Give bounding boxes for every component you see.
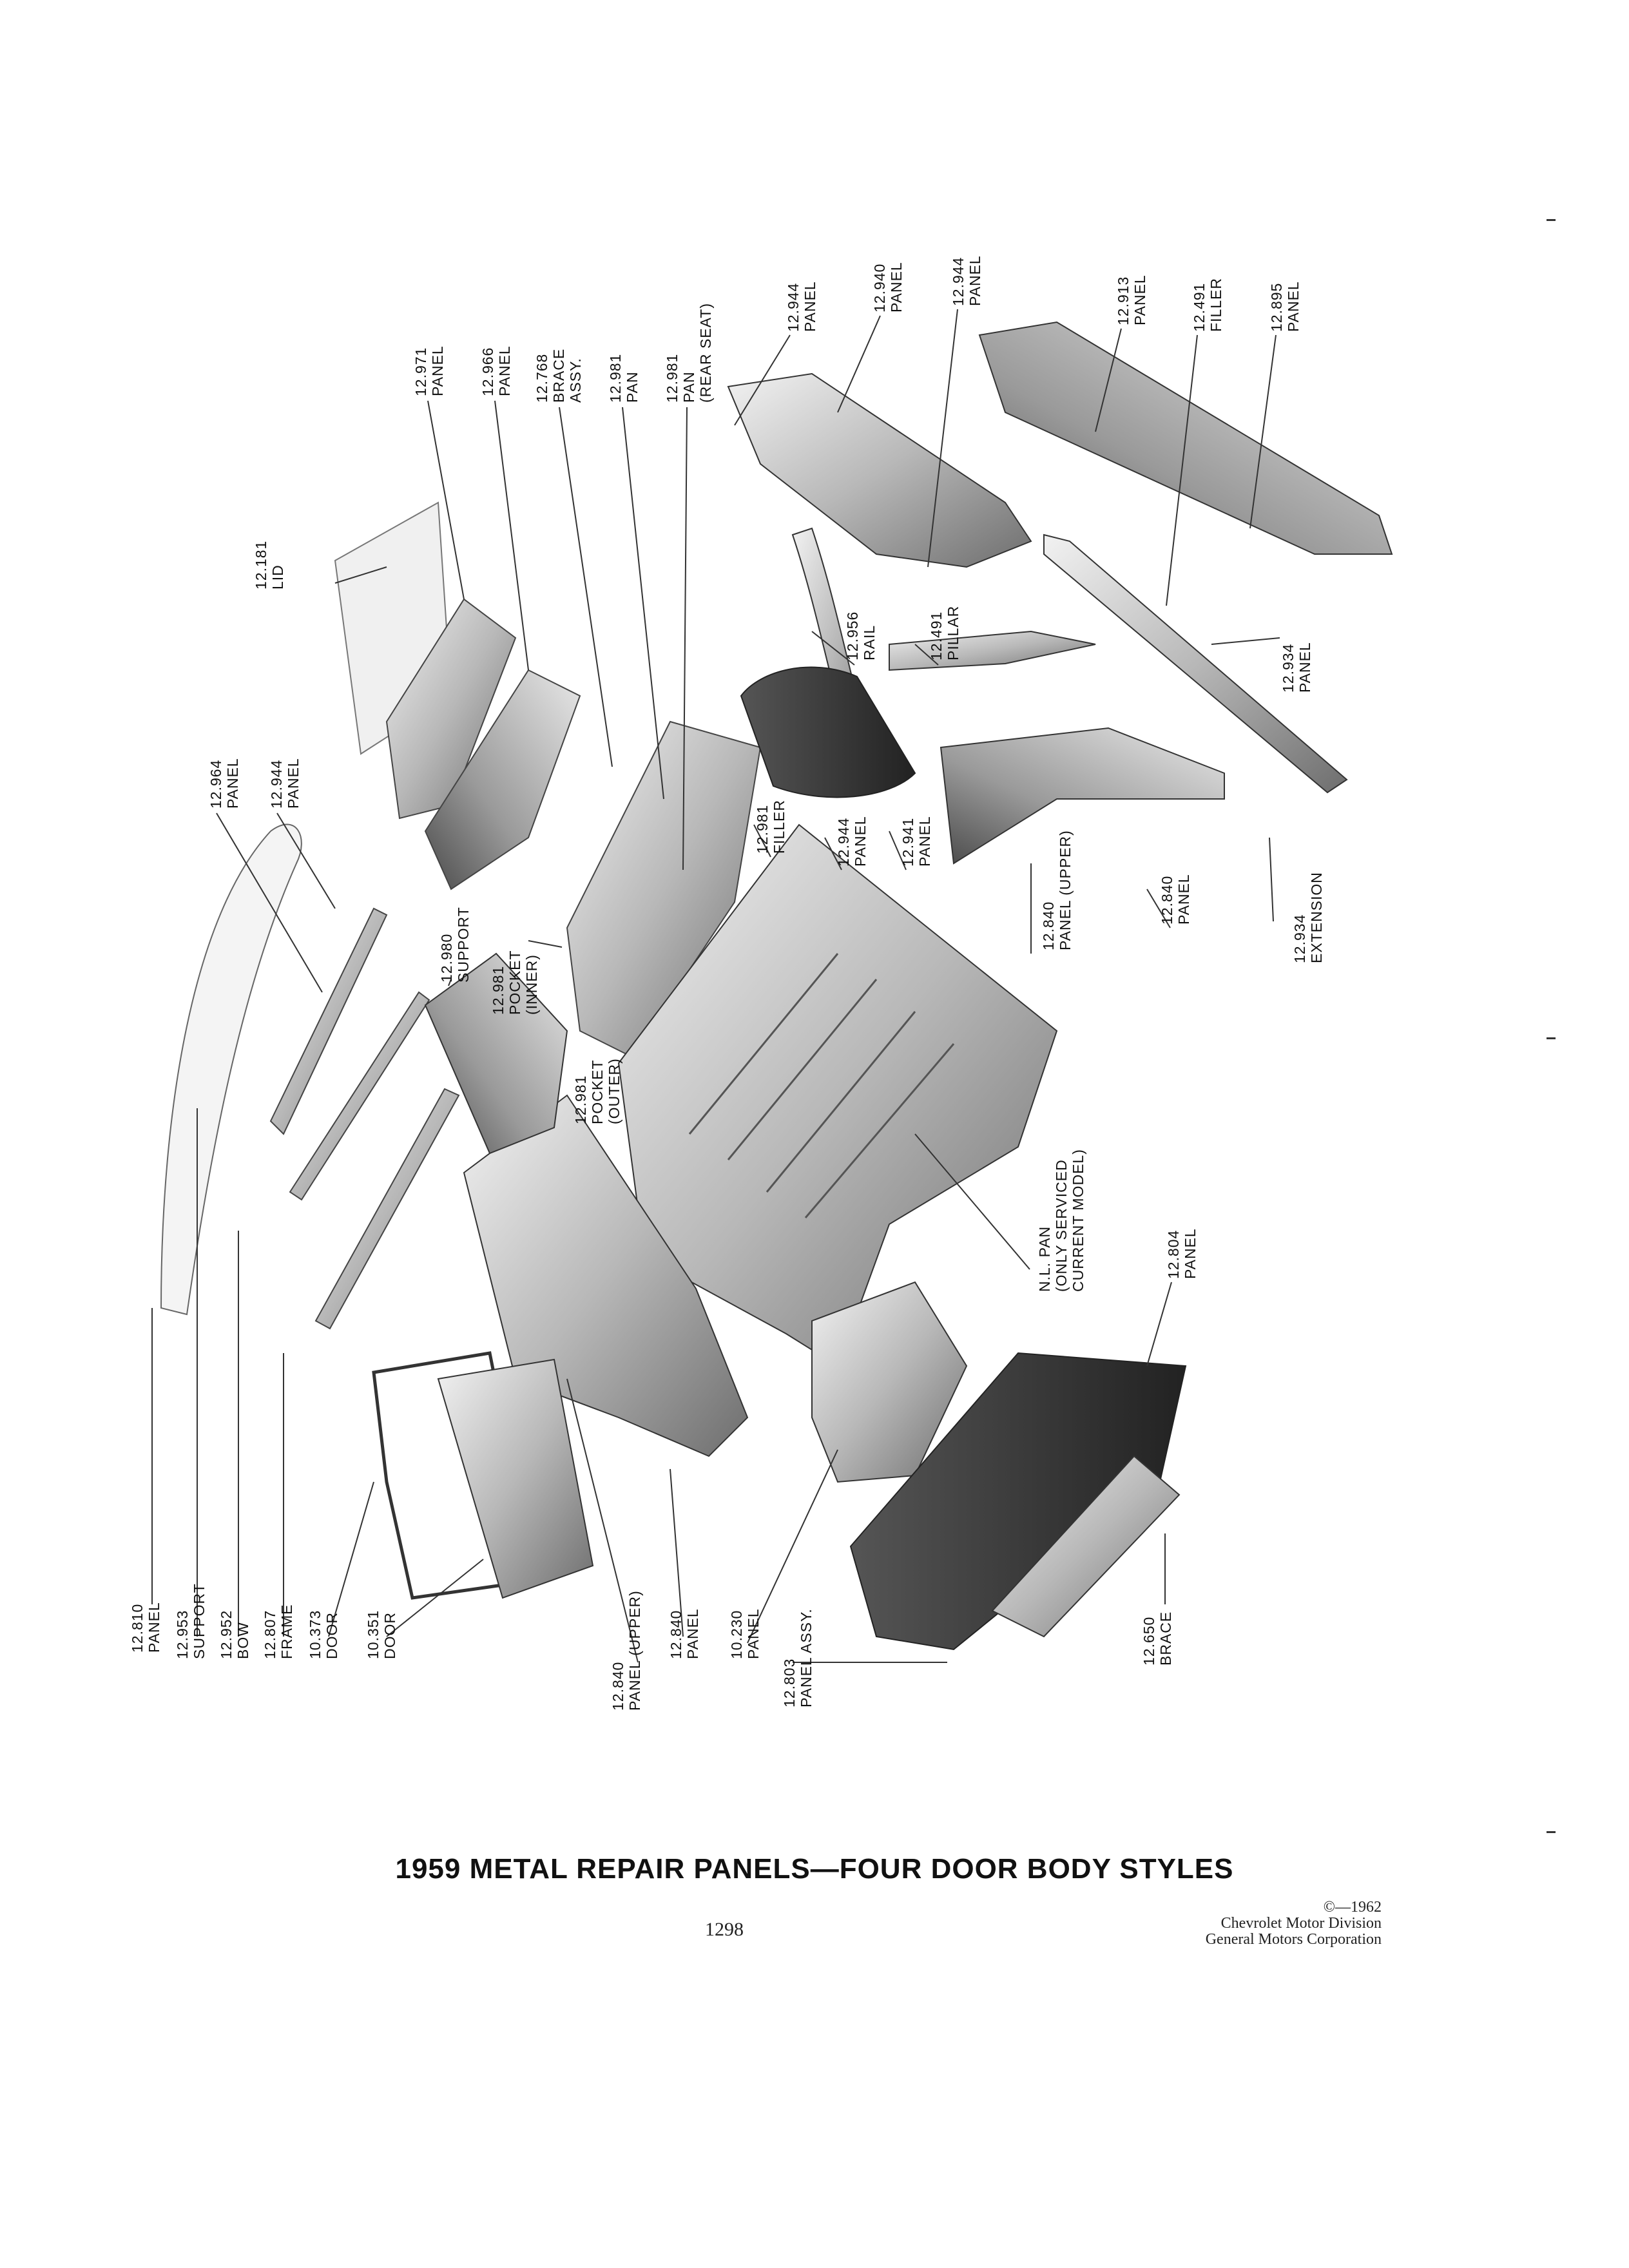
center-pillar-part [889, 630, 1096, 671]
rear-floor-pan-part [566, 720, 762, 1058]
wheelhouse-part [740, 666, 916, 798]
door-panel-part [437, 1358, 594, 1599]
quarter-panel-part [727, 372, 1032, 568]
page-title: 1959 METAL REPAIR PANELS—FOUR DOOR BODY … [395, 1853, 1234, 1885]
rear-panel-part [385, 598, 517, 820]
roof-support-part [269, 907, 388, 1135]
brace-part [991, 1455, 1181, 1638]
pocket-support-part [424, 952, 568, 1155]
margin-tick-mark [1547, 219, 1556, 221]
leader-lines [151, 309, 1280, 1663]
copyright-notice: ©—1962 Chevrolet Motor Division General … [1205, 1899, 1382, 1948]
margin-tick-mark [1547, 1037, 1556, 1039]
roof-panel-part [160, 823, 302, 1316]
rear-inner-panel-part [424, 669, 581, 890]
inner-panel-upper-part [940, 727, 1225, 865]
roof-frame-part [314, 1088, 460, 1330]
page-number: 1298 [705, 1919, 744, 1940]
margin-tick-mark [1547, 1831, 1556, 1833]
rocker-panel-part [1043, 533, 1348, 794]
roof-bow-part [289, 991, 430, 1201]
